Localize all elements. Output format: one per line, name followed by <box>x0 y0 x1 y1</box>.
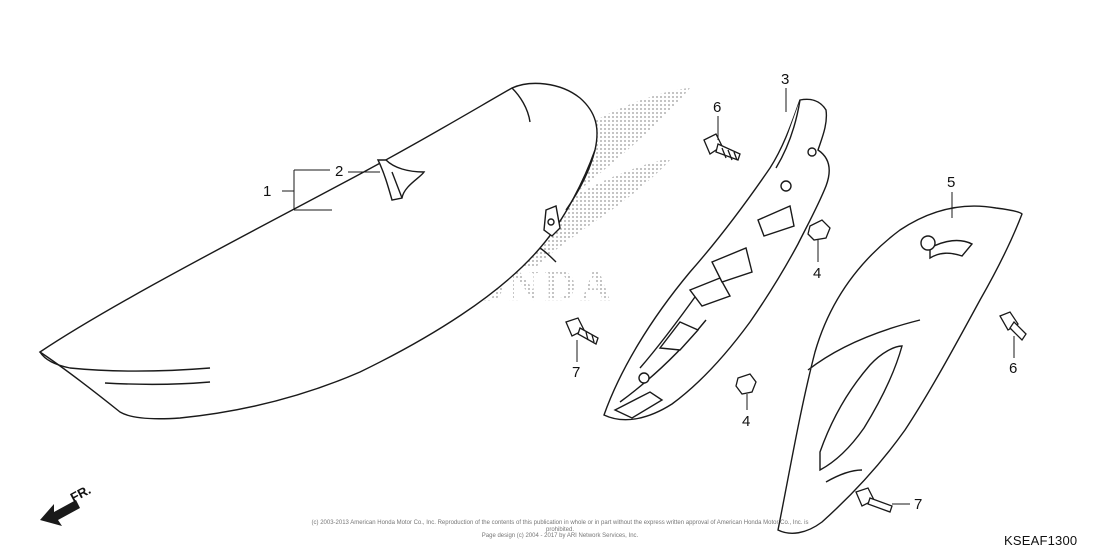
callout-1-seat: 1 <box>263 183 272 200</box>
callout-4-nut-lower: 4 <box>742 413 751 430</box>
seat-strap-part[interactable] <box>376 159 426 201</box>
flange-bolt-upper-left[interactable] <box>703 133 741 161</box>
leader-lines <box>282 88 1015 505</box>
callout-7-bolt-bottom: 7 <box>914 496 923 513</box>
nut-upper[interactable] <box>807 219 831 241</box>
flange-bolt-right[interactable] <box>999 311 1027 342</box>
callout-6-bolt-right: 6 <box>1009 360 1018 377</box>
callout-2-seat-strap: 2 <box>335 163 344 180</box>
copyright-line-2: Page design (c) 2004 - 2017 by ARI Netwo… <box>481 533 639 540</box>
side-cover-part[interactable] <box>777 205 1023 534</box>
nut-lower[interactable] <box>735 373 757 395</box>
flange-bolt-bottom[interactable] <box>855 487 893 513</box>
callout-6-bolt-upper-left: 6 <box>713 99 722 116</box>
side-cover-frame-part[interactable] <box>603 98 830 421</box>
callout-7-bolt-left: 7 <box>572 364 581 381</box>
copyright-line-1: (c) 2003-2013 American Honda Motor Co., … <box>311 520 809 533</box>
copyright-notice: (c) 2003-2013 American Honda Motor Co., … <box>300 520 820 540</box>
callout-4-nut-upper: 4 <box>813 265 822 282</box>
callout-5-side-cover: 5 <box>947 174 956 191</box>
seat-part[interactable] <box>38 82 598 420</box>
diagram-code: KSEAF1300 <box>1004 533 1078 548</box>
callout-3-side-cover-frame: 3 <box>781 71 790 88</box>
flange-bolt-left[interactable] <box>565 317 599 345</box>
front-direction-arrow <box>40 500 80 526</box>
